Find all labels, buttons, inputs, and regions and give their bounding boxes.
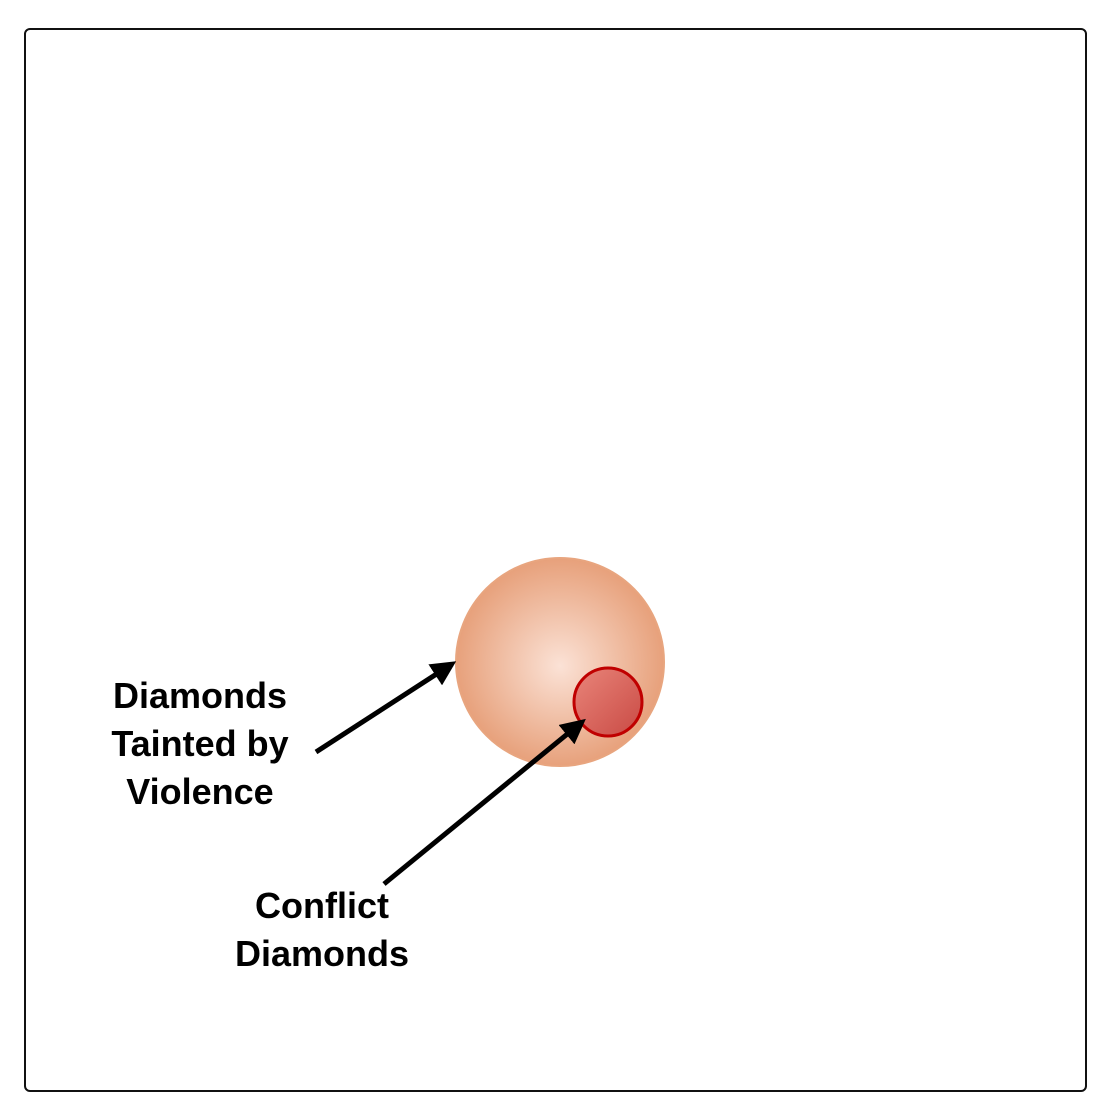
conflict-label-line-2: Diamonds: [234, 933, 410, 974]
conflict-diamonds-circle: [572, 666, 644, 738]
tainted-arrow: [314, 661, 457, 755]
tainted-label-line-1: Diamonds: [112, 675, 288, 716]
diagram-frame: [24, 28, 1087, 1092]
tainted-diamonds-label: Diamonds Tainted by Violence: [60, 672, 340, 816]
conflict-diamonds-label: Conflict Diamonds: [182, 882, 462, 978]
conflict-label-line-1: Conflict: [255, 885, 389, 926]
tainted-label-line-3: Violence: [126, 771, 274, 812]
conflict-arrow: [382, 718, 586, 886]
tainted-label-line-2: Tainted by: [111, 723, 289, 764]
tainted-diamonds-circle: [455, 557, 665, 767]
